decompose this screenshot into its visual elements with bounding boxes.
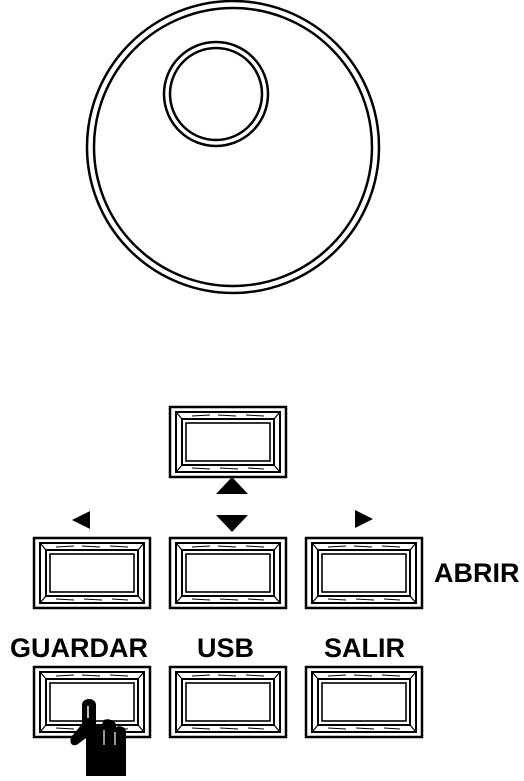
key-usb[interactable] bbox=[168, 665, 288, 739]
label-salir: SALIR bbox=[324, 633, 405, 663]
label-guardar: GUARDAR bbox=[10, 633, 148, 663]
right-arrow-icon bbox=[355, 510, 373, 528]
knob-finger-dimple bbox=[162, 40, 270, 148]
key-salir[interactable] bbox=[304, 665, 424, 739]
key-right[interactable] bbox=[304, 536, 424, 610]
key-down[interactable] bbox=[168, 536, 288, 610]
key-top[interactable] bbox=[168, 405, 288, 479]
key-left[interactable] bbox=[32, 536, 152, 610]
left-arrow-icon bbox=[72, 511, 90, 529]
label-abrir: ABRIR bbox=[434, 558, 520, 588]
rotary-knob[interactable] bbox=[85, 0, 381, 295]
up-down-arrows-icon bbox=[216, 477, 248, 532]
label-usb: USB bbox=[197, 633, 255, 663]
pointing-hand-icon bbox=[70, 699, 126, 776]
